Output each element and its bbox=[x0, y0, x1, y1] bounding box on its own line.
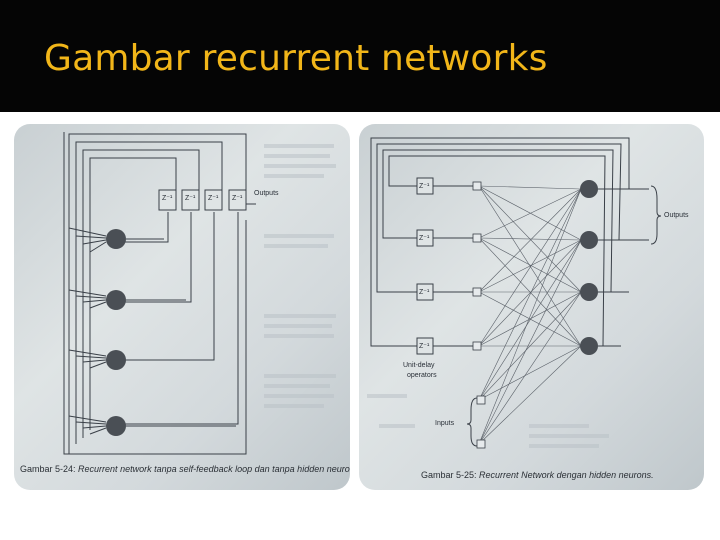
source-node-3 bbox=[473, 288, 481, 296]
source-node-4 bbox=[473, 342, 481, 350]
figure-5-25-photo: Z⁻¹ Z⁻¹ Z⁻¹ Z⁻¹ Outputs Unit-delay opera… bbox=[359, 124, 704, 490]
delay-label-1: Z⁻¹ bbox=[162, 194, 172, 202]
background-text-ghost bbox=[264, 144, 336, 408]
neuron-3 bbox=[106, 350, 126, 370]
feedback-lines bbox=[64, 132, 256, 454]
neuron-4 bbox=[106, 416, 126, 436]
source-node-1 bbox=[473, 182, 481, 190]
figure-5-24-diagram bbox=[14, 124, 350, 490]
slide-title: Gambar recurrent networks bbox=[44, 38, 548, 79]
neuron-2 bbox=[580, 231, 598, 249]
neuron-4 bbox=[580, 337, 598, 355]
source-nodes bbox=[473, 182, 485, 448]
neuron-3 bbox=[580, 283, 598, 301]
caption-text: Recurrent Network dengan hidden neurons. bbox=[479, 470, 654, 480]
caption-text: Recurrent network tanpa self-feedback lo… bbox=[78, 464, 350, 474]
source-node-2 bbox=[473, 234, 481, 242]
delay-label-3: Z⁻¹ bbox=[208, 194, 218, 202]
figure-5-25-caption: Gambar 5-25: Recurrent Network dengan hi… bbox=[421, 470, 654, 480]
inputs-label: Inputs bbox=[435, 420, 454, 427]
title-bar: Gambar recurrent networks bbox=[0, 0, 720, 112]
connection-mesh bbox=[479, 186, 581, 444]
neurons bbox=[580, 180, 598, 355]
delay-label-2: Z⁻¹ bbox=[185, 194, 195, 202]
neuron-1 bbox=[106, 229, 126, 249]
delay-label-4: Z⁻¹ bbox=[232, 194, 242, 202]
delay-label-4: Z⁻¹ bbox=[419, 342, 429, 350]
figure-5-24-caption: Gambar 5-24: Recurrent network tanpa sel… bbox=[20, 464, 350, 474]
unit-delay-label-line1: Unit-delay bbox=[403, 362, 435, 369]
unit-delay-label-line2: operators bbox=[407, 372, 437, 379]
neuron-2 bbox=[106, 290, 126, 310]
caption-label: Gambar 5-25: bbox=[421, 470, 477, 480]
outputs-label: Outputs bbox=[664, 212, 689, 219]
neurons bbox=[106, 229, 126, 436]
figure-5-24-photo: Z⁻¹ Z⁻¹ Z⁻¹ Z⁻¹ Outputs Gambar 5-24: Rec… bbox=[14, 124, 350, 490]
caption-label: Gambar 5-24: bbox=[20, 464, 76, 474]
neuron-1 bbox=[580, 180, 598, 198]
figure-5-25-diagram bbox=[359, 124, 704, 490]
delay-label-2: Z⁻¹ bbox=[419, 234, 429, 242]
outputs-label: Outputs bbox=[254, 190, 279, 197]
unit-delay-boxes bbox=[417, 178, 433, 354]
input-node-1 bbox=[477, 396, 485, 404]
input-node-2 bbox=[477, 440, 485, 448]
delay-label-1: Z⁻¹ bbox=[419, 182, 429, 190]
delay-label-3: Z⁻¹ bbox=[419, 288, 429, 296]
